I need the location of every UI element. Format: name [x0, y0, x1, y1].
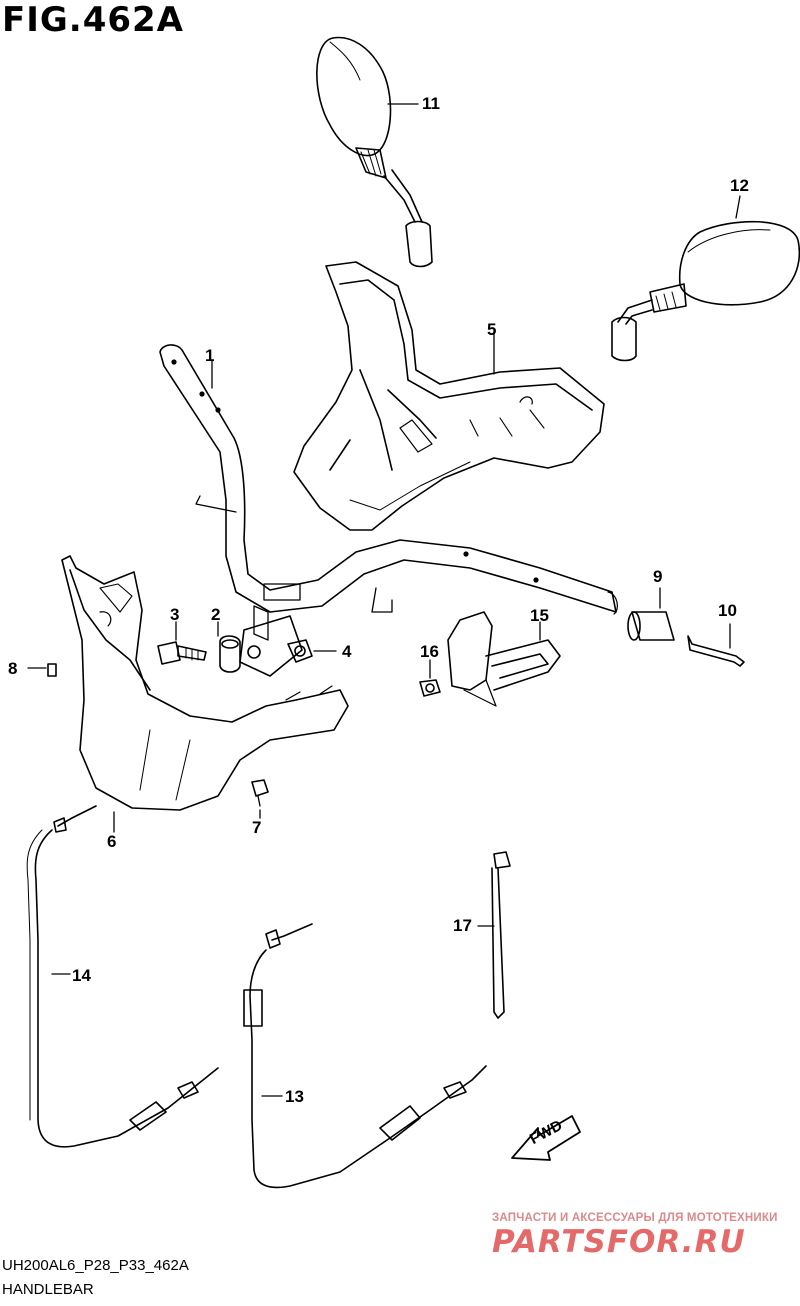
callout-6[interactable]: 6	[107, 832, 117, 851]
figure-code: UH200AL6_P28_P33_462A	[2, 1257, 189, 1274]
figure-name: HANDLEBAR	[2, 1281, 94, 1298]
figure-title: FIG.462A	[2, 0, 184, 40]
part-14-cable[interactable]	[26, 805, 219, 1148]
part-3-bolt[interactable]	[157, 621, 207, 665]
callout-8[interactable]: 8	[8, 659, 18, 678]
watermark-logo: PARTSFOR.RU	[492, 1224, 746, 1260]
callout-10[interactable]: 10	[718, 601, 737, 620]
part-6-rear-handle-cover[interactable]	[61, 555, 349, 833]
part-11-left-mirror[interactable]	[316, 36, 433, 268]
watermark-tagline: ЗАПЧАСТИ И АКСЕССУАРЫ ДЛЯ МОТОТЕХНИКИ	[492, 1212, 778, 1224]
callout-13[interactable]: 13	[285, 1087, 304, 1106]
part-1-handlebar-pipe[interactable]	[159, 344, 618, 641]
part-17-cable-tie[interactable]	[477, 851, 511, 1019]
callout-17[interactable]: 17	[453, 916, 472, 935]
fwd-arrow-icon	[511, 1115, 581, 1161]
part-5-front-handle-cover[interactable]	[293, 261, 605, 531]
part-9-balancer[interactable]	[627, 587, 675, 641]
callout-11[interactable]: 11	[422, 94, 440, 113]
part-10-screw[interactable]	[687, 623, 745, 667]
part-4-nut[interactable]	[287, 639, 337, 663]
part-16-bolt[interactable]	[419, 659, 441, 697]
part-15-cable-bracket[interactable]	[447, 611, 561, 707]
part-8-screw[interactable]	[27, 663, 57, 677]
part-2-collar[interactable]	[217, 621, 241, 673]
callout-12[interactable]: 12	[730, 176, 749, 195]
callout-3[interactable]: 3	[170, 605, 180, 624]
callout-2[interactable]: 2	[211, 605, 221, 624]
callout-15[interactable]: 15	[530, 606, 549, 625]
callout-4[interactable]: 4	[342, 642, 352, 661]
callout-9[interactable]: 9	[653, 567, 663, 586]
callout-14[interactable]: 14	[72, 966, 91, 985]
part-12-right-mirror[interactable]	[611, 195, 800, 362]
callout-7[interactable]: 7	[252, 818, 262, 837]
part-7-clip[interactable]	[251, 779, 269, 819]
callout-16[interactable]: 16	[420, 642, 439, 661]
callout-1[interactable]: 1	[205, 346, 215, 365]
callout-5[interactable]: 5	[487, 320, 497, 339]
part-13-cable[interactable]	[243, 923, 487, 1189]
clamp-boss	[239, 615, 303, 677]
